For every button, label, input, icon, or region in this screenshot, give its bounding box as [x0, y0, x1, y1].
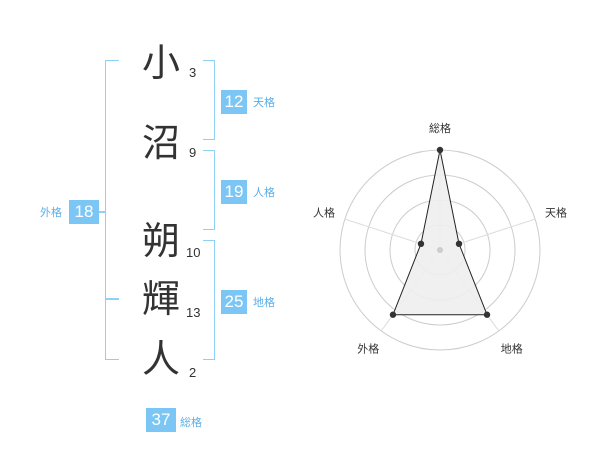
stroke-count-5: 2 — [189, 365, 197, 380]
name-char-3: 朔 — [141, 219, 180, 263]
stroke-count-3: 10 — [186, 245, 201, 260]
name-char-1: 小 — [141, 41, 180, 85]
chikaku-label: 地格 — [253, 296, 275, 309]
radar-point-0 — [436, 146, 444, 154]
tenkaku-bracket — [203, 60, 215, 140]
radar-axis-label-0: 総格 — [429, 121, 451, 135]
radar-point-4 — [417, 240, 425, 248]
radar-area — [392, 149, 488, 316]
stroke-count-2: 9 — [189, 145, 197, 160]
radar-point-1 — [455, 240, 463, 248]
radar-axis-label-3: 外格 — [357, 342, 379, 356]
chikaku-bracket — [203, 240, 215, 360]
radar-axis-label-4: 人格 — [313, 205, 335, 219]
gaikaku-bracket — [105, 60, 119, 360]
gaikaku-label: 外格 — [40, 206, 62, 219]
jinkaku-value: 19 — [221, 180, 247, 204]
jinkaku-bracket — [203, 150, 215, 230]
name-char-4: 輝 — [141, 277, 180, 321]
gaikaku-bracket-tick — [105, 298, 119, 300]
gaikaku-bracket-connector — [99, 211, 106, 213]
radar-point-3 — [389, 311, 397, 318]
tenkaku-value: 12 — [221, 90, 247, 114]
radar-axis-label-2: 地格 — [501, 342, 523, 356]
chikaku-value: 25 — [221, 290, 247, 314]
radar-point-2 — [483, 311, 491, 318]
gaikaku-value: 18 — [69, 200, 99, 224]
radar-center-dot — [437, 247, 443, 253]
soukaku-label: 総格 — [180, 416, 202, 429]
name-char-2: 沼 — [141, 121, 180, 165]
soukaku-value: 37 — [146, 408, 176, 432]
jinkaku-label: 人格 — [253, 186, 275, 199]
stroke-count-4: 13 — [186, 305, 201, 320]
tenkaku-label: 天格 — [253, 96, 275, 109]
stroke-count-1: 3 — [189, 65, 197, 80]
radar-points — [389, 146, 491, 318]
name-char-5: 人 — [141, 337, 180, 381]
radar-axis-label-1: 天格 — [545, 205, 567, 219]
